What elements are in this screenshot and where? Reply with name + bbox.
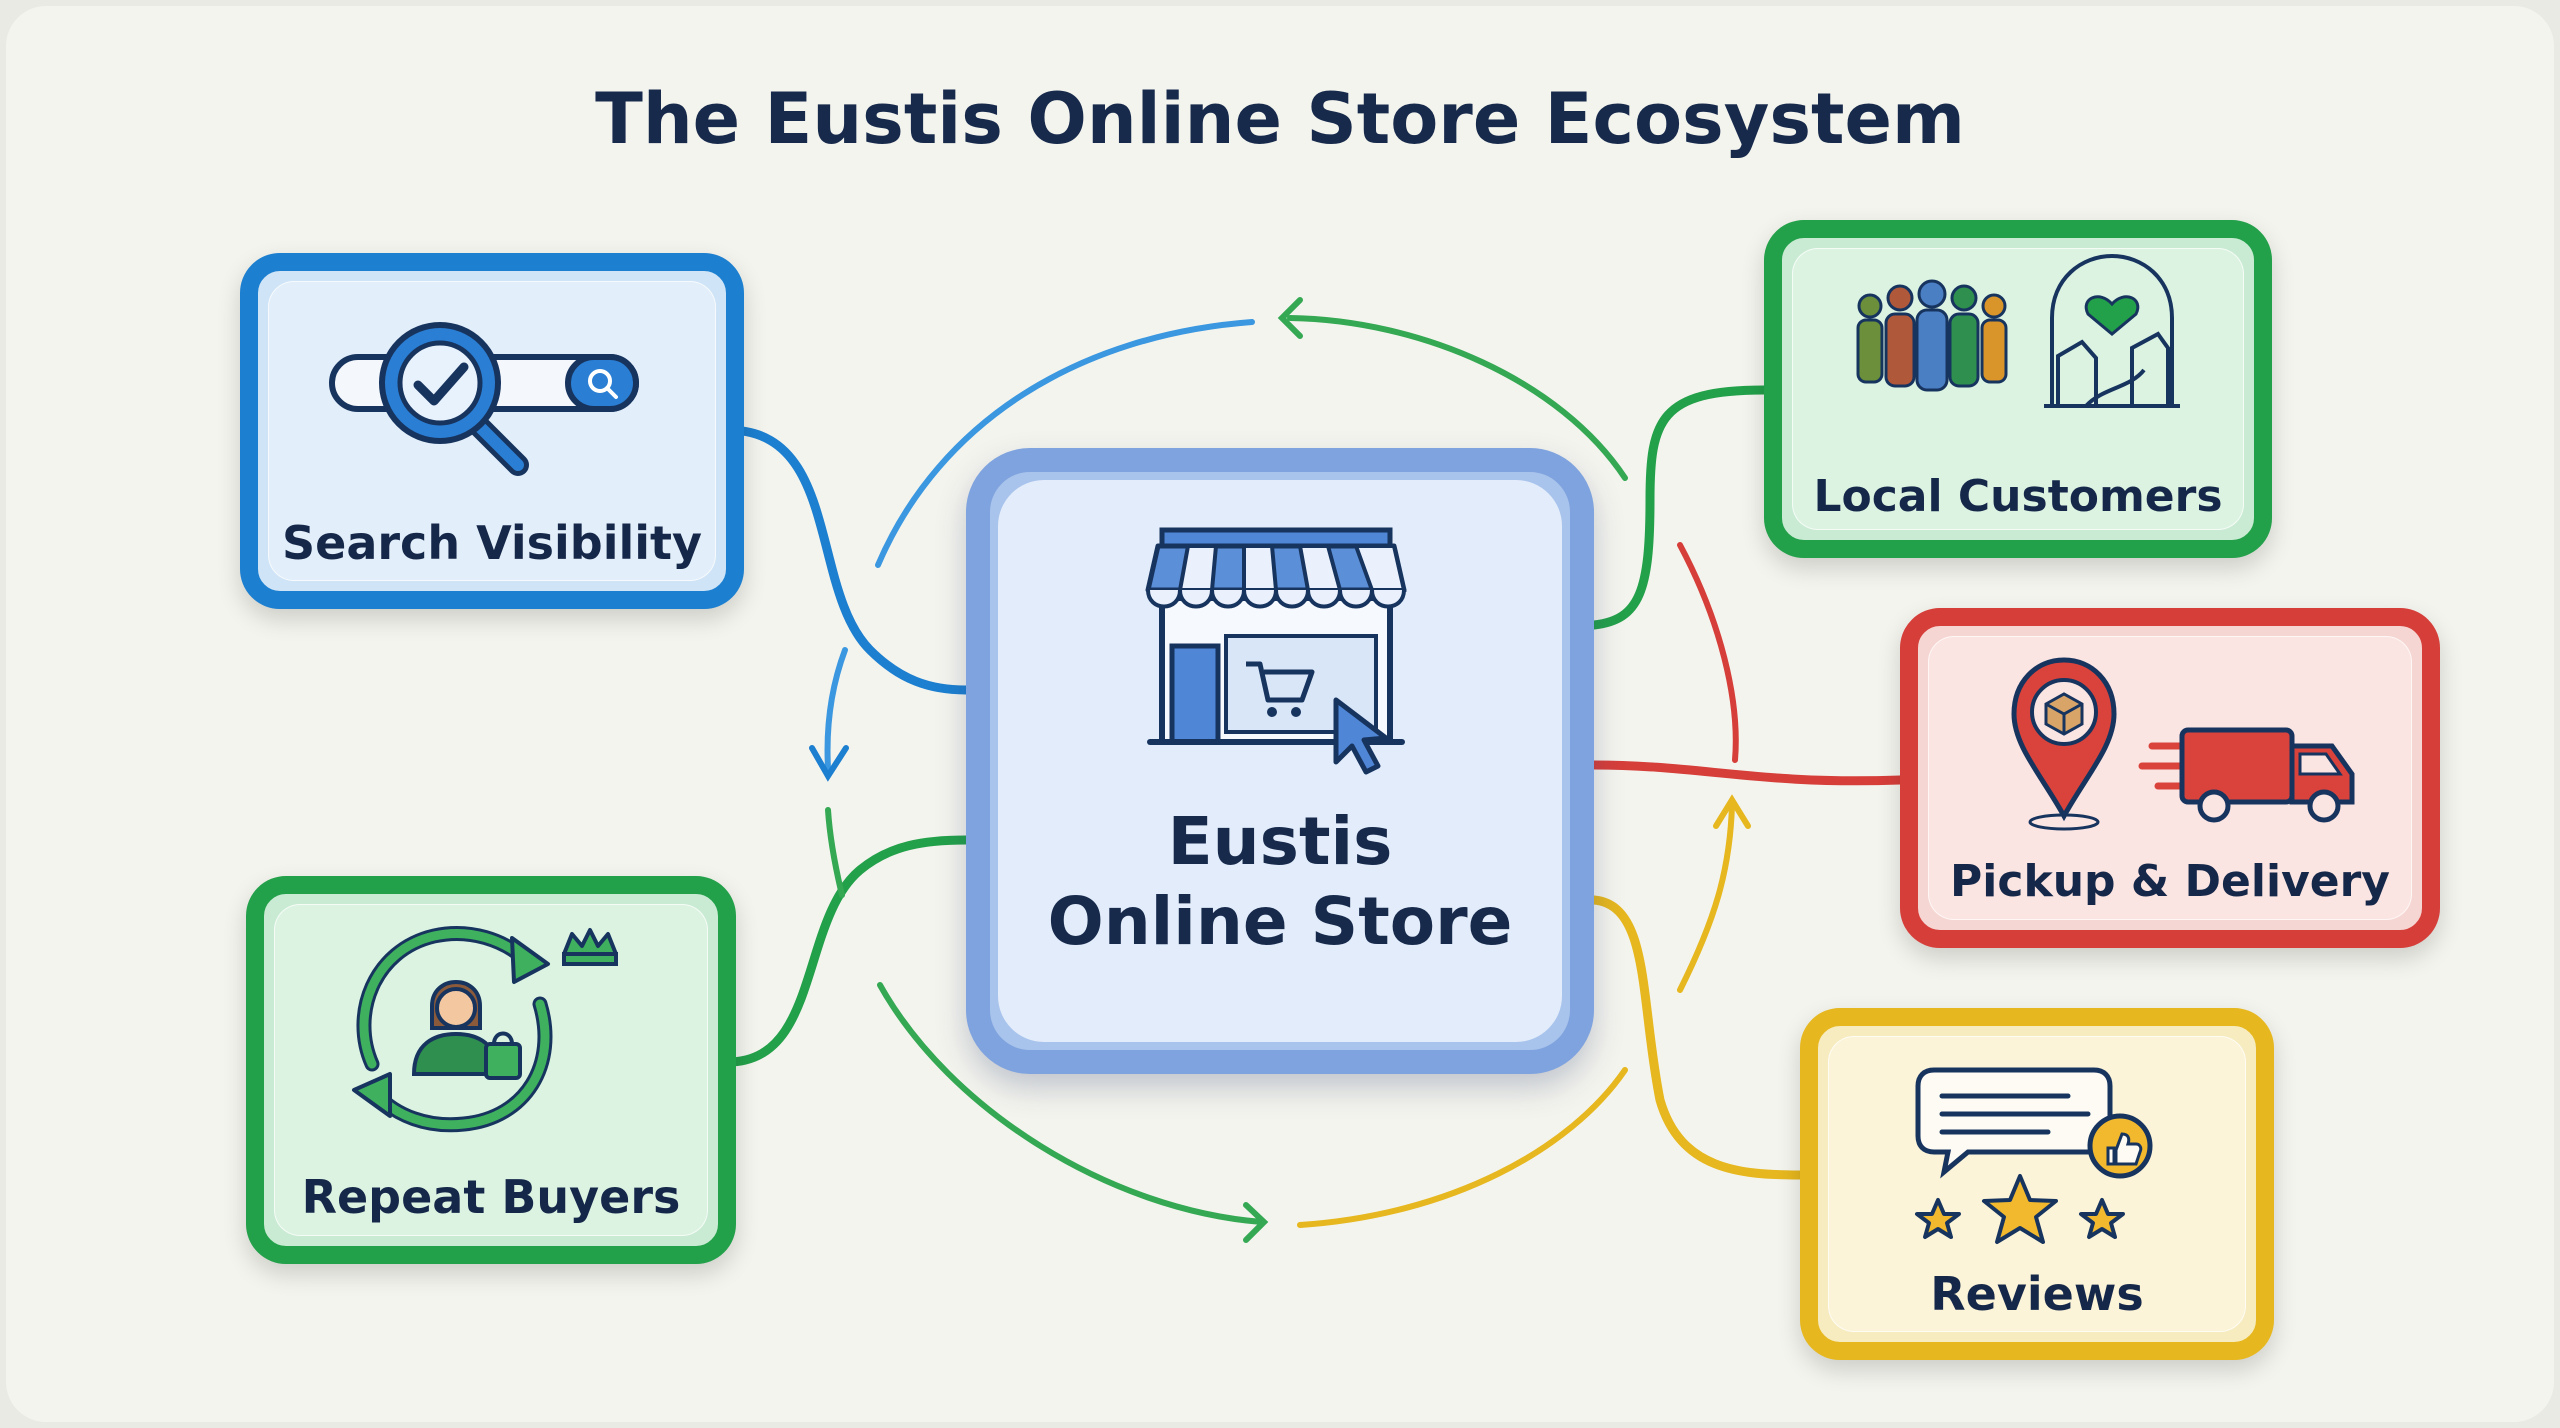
node-label: Repeat Buyers [301, 1170, 681, 1224]
cycle-arc-blue-down [824, 647, 848, 771]
connector-search [723, 425, 971, 695]
connector-local [1589, 385, 1769, 630]
diagram-title: The Eustis Online Store Ecosystem [595, 78, 1965, 160]
connector-repeat [723, 835, 971, 1067]
arrowhead-yellow [1713, 794, 1751, 829]
storefront-cart-icon [1145, 527, 1407, 775]
node-repeat-buyers: Repeat Buyers [246, 876, 736, 1264]
cycle-arc-green-top [1287, 315, 1628, 481]
cycle-arc-yellow [1297, 1067, 1628, 1228]
connector-reviews [1589, 895, 1805, 1180]
node-reviews: Reviews [1800, 1008, 2274, 1360]
node-label: Pickup & Delivery [1950, 856, 2390, 907]
node-label: Reviews [1930, 1267, 2144, 1321]
arrowhead-green-top [1277, 297, 1303, 339]
arrowhead-blue [809, 745, 849, 782]
location-pin-delivery-truck-icon [2011, 657, 2355, 831]
center-node-eustis-online-store: Eustis Online Store [966, 448, 1594, 1074]
node-local-customers: Local Customers [1764, 220, 2272, 558]
node-label: Local Customers [1813, 471, 2223, 522]
people-group-town-heart-icon [1856, 253, 2180, 408]
connector-pickup [1589, 760, 1905, 786]
cycle-arc-yellow-up [1677, 802, 1735, 993]
node-search-visibility: Search Visibility [240, 253, 744, 609]
center-label-line1: Eustis [1167, 803, 1393, 880]
center-label-line2: Online Store [1047, 883, 1513, 960]
cycle-arc-green-bottom [877, 982, 1265, 1225]
cycle-shopper-crown-icon [352, 926, 618, 1133]
node-pickup-delivery: Pickup & Delivery [1900, 608, 2440, 948]
cycle-arc-blue [875, 319, 1255, 568]
cycle-arc-red [1677, 542, 1739, 763]
arrowhead-green-bottom [1243, 1202, 1269, 1243]
node-label: Search Visibility [282, 516, 702, 570]
search-bar-magnifier-check-icon [329, 322, 639, 476]
chat-thumbs-up-stars-icon [1915, 1067, 2153, 1244]
cycle-arc-green-left [825, 807, 845, 898]
